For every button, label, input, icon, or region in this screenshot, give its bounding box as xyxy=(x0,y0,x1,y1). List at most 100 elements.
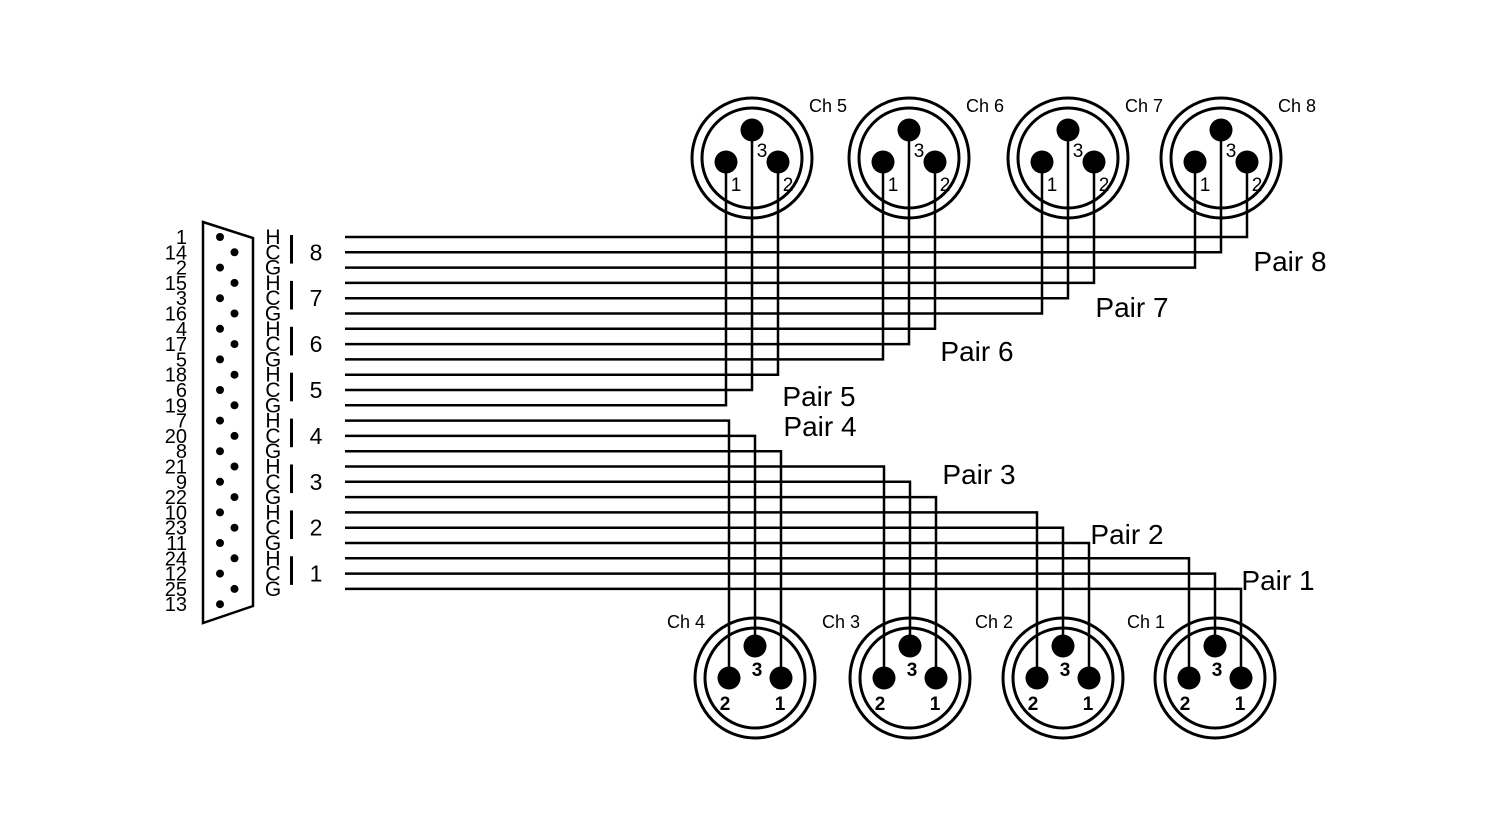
xlr-pin3-dot xyxy=(898,634,922,658)
xlr-pin3-dot xyxy=(1209,118,1233,142)
xlr-pin-right-dot xyxy=(766,150,790,174)
channel-label: Ch 3 xyxy=(822,612,860,632)
xlr-pin-right-dot xyxy=(924,666,948,690)
xlr-outer-ring xyxy=(1159,96,1283,220)
xlr-pin3-number: 3 xyxy=(914,141,925,162)
db25-pin-dot xyxy=(216,233,224,241)
db25-pin-dot xyxy=(230,462,239,471)
db25-pin-number: 13 xyxy=(165,594,187,616)
db25-pin-number: 9 xyxy=(176,472,187,494)
group-number: 7 xyxy=(310,285,323,311)
xlr-pin-right-dot xyxy=(769,666,793,690)
xlr-inner-ring xyxy=(858,626,962,730)
group-number: 3 xyxy=(310,469,323,495)
xlr-pin-left-number: 1 xyxy=(1200,175,1211,196)
xlr-pin-left-dot xyxy=(872,666,896,690)
xlr-pin-left-dot xyxy=(1183,150,1207,174)
xlr-pin-right-number: 2 xyxy=(1099,175,1110,196)
pair-label: Pair 8 xyxy=(1253,246,1326,277)
db25-pin-dot xyxy=(216,263,224,272)
xlr-pin-right-number: 1 xyxy=(930,694,941,715)
signal-letter: G xyxy=(265,394,281,417)
group-number: 6 xyxy=(310,331,323,357)
db25-pin-dot xyxy=(216,386,224,394)
db25-pin-number: 22 xyxy=(165,487,187,509)
db25-pin-number: 4 xyxy=(176,319,187,341)
wire-ch-3-pin-2 xyxy=(345,465,886,678)
xlr-pin-right-number: 2 xyxy=(783,175,794,196)
xlr-pin-left-number: 2 xyxy=(875,694,886,715)
xlr-pin3-dot xyxy=(1051,634,1075,658)
wire-ch-6-pin-2 xyxy=(345,162,937,331)
signal-letter: C xyxy=(265,425,280,448)
wire-ch-8-pin-3 xyxy=(345,130,1223,254)
xlr-pin-right-dot xyxy=(1235,150,1259,174)
xlr-inner-ring xyxy=(700,106,804,210)
signal-letter: H xyxy=(265,364,280,387)
signal-letter: H xyxy=(265,501,280,524)
signal-letter: G xyxy=(265,486,281,509)
channel-label: Ch 7 xyxy=(1125,96,1163,116)
db25-pin-number: 3 xyxy=(176,288,187,310)
pair-label: Pair 2 xyxy=(1090,519,1163,550)
xlr-outer-ring xyxy=(1001,616,1125,740)
db25-pin-dot xyxy=(216,416,224,425)
xlr-inner-ring xyxy=(1011,626,1115,730)
db25-pin-dot xyxy=(230,523,239,532)
xlr-pin3-number: 3 xyxy=(1060,660,1071,681)
db25-pin-number: 2 xyxy=(176,258,187,280)
signal-letter: C xyxy=(265,563,280,586)
xlr-pin3-number: 3 xyxy=(1073,141,1084,162)
db25-pin-dot xyxy=(216,539,224,547)
db25-pin-number: 11 xyxy=(166,533,187,555)
xlr-outer-ring xyxy=(690,96,814,220)
wire-ch-2-pin-3 xyxy=(345,526,1065,646)
db25-pin-number: 19 xyxy=(165,395,187,417)
db25-pin-number: 14 xyxy=(165,242,187,264)
xlr-pin-left-number: 1 xyxy=(1047,175,1058,196)
signal-letter: G xyxy=(265,532,281,555)
db25-pin-dot xyxy=(230,248,239,257)
xlr-pin3-dot xyxy=(743,634,767,658)
xlr-pin-left-number: 2 xyxy=(720,694,731,715)
db25-pin-dot xyxy=(230,584,239,593)
group-number: 4 xyxy=(310,423,323,449)
xlr-pin-left-number: 2 xyxy=(1180,694,1191,715)
xlr-outer-ring xyxy=(1006,96,1130,220)
xlr-pin-right-number: 2 xyxy=(1252,175,1263,196)
wire-ch-7-pin-3 xyxy=(345,130,1070,300)
xlr-outer-ring xyxy=(693,616,817,740)
xlr-pin-right-dot xyxy=(923,150,947,174)
channel-label: Ch 8 xyxy=(1278,96,1316,116)
db25-pin-number: 5 xyxy=(176,349,187,371)
db25-pin-number: 25 xyxy=(165,579,187,601)
db25-pin-dot xyxy=(216,447,224,456)
xlr-outer-ring xyxy=(847,96,971,220)
db25-pin-dot xyxy=(230,309,239,318)
signal-letter: H xyxy=(265,410,280,433)
xlr-pin3-dot xyxy=(1056,118,1080,142)
channel-label: Ch 5 xyxy=(809,96,847,116)
xlr-inner-ring xyxy=(1016,106,1120,210)
wire-ch-5-pin-2 xyxy=(345,162,780,376)
db25-pin-number: 6 xyxy=(176,380,187,402)
xlr-pin3-number: 3 xyxy=(1226,141,1237,162)
db25-pin-dot xyxy=(230,340,239,349)
xlr-inner-ring xyxy=(1163,626,1267,730)
pair-label: Pair 7 xyxy=(1095,292,1168,323)
wire-ch-5-pin-3 xyxy=(345,130,754,392)
xlr-pin3-number: 3 xyxy=(1212,660,1223,681)
db25-pin-dot xyxy=(216,508,224,517)
xlr-pin-left-dot xyxy=(1025,666,1049,690)
xlr-pin3-number: 3 xyxy=(752,660,763,681)
db25-pin-dot xyxy=(216,355,224,364)
wire-ch-4-pin-1 xyxy=(345,449,783,678)
wire-ch-6-pin-3 xyxy=(345,130,911,346)
wire-layer xyxy=(345,130,1249,678)
